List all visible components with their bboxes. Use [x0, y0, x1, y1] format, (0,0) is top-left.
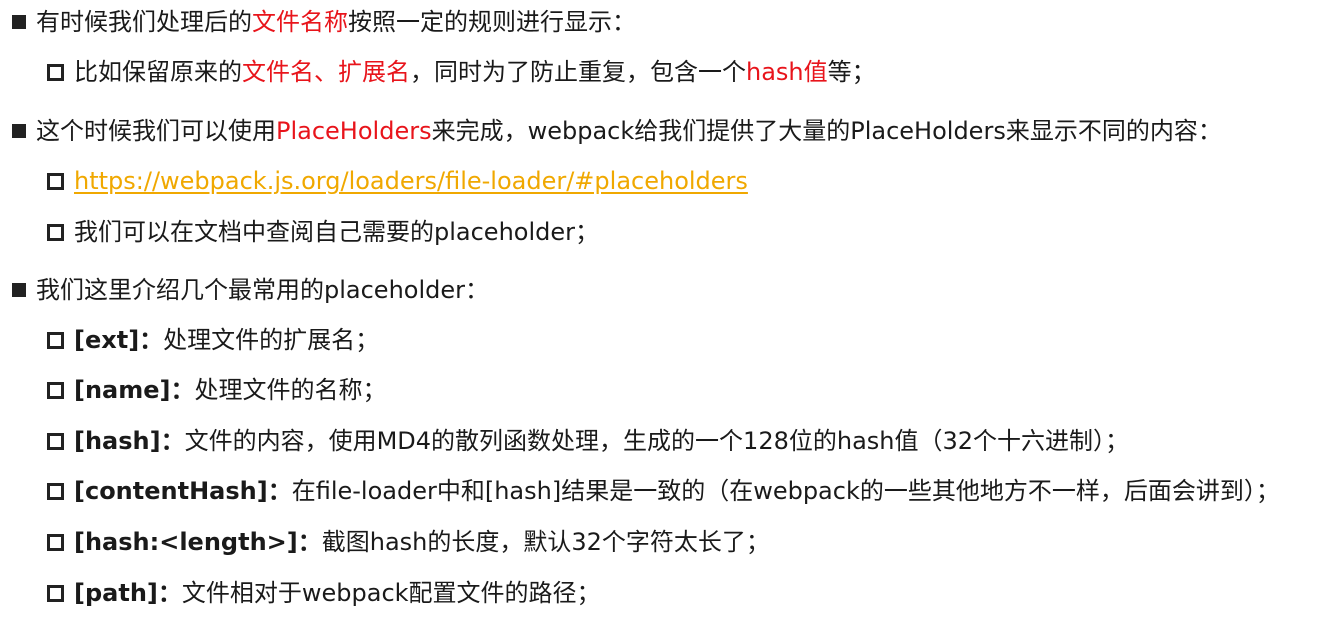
placeholder-description: 处理文件的扩展名； [163, 326, 380, 354]
sub-bullet-item-2: https://webpack.js.org/loaders/file-load… [47, 165, 748, 197]
placeholder-key: [hash:<length>]： [74, 528, 322, 556]
highlight-text: 文件名称 [252, 8, 348, 36]
hollow-square-bullet-icon [47, 63, 64, 81]
placeholder-contenthash: [contentHash]：在file-loader中和[hash]结果是一致的… [47, 475, 1280, 507]
placeholder-description: 文件的内容，使用MD4的散列函数处理，生成的一个128位的hash值（32个十六… [184, 427, 1130, 455]
placeholder-key: [name]： [74, 376, 195, 404]
bullet-item-1: 有时候我们处理后的文件名称按照一定的规则进行显示： [12, 6, 636, 38]
highlight-text: PlaceHolders [276, 117, 432, 145]
placeholder-name: [name]：处理文件的名称； [47, 374, 387, 406]
text-segment: 比如保留原来的 [74, 58, 242, 86]
text-segment: 这个时候我们可以使用 [36, 117, 276, 145]
filled-square-bullet-icon [12, 124, 26, 138]
hollow-square-bullet-icon [47, 331, 64, 349]
placeholder-description: 处理文件的名称； [194, 376, 387, 404]
hollow-square-bullet-icon [47, 432, 64, 450]
hollow-square-bullet-icon [47, 172, 64, 190]
hollow-square-bullet-icon [47, 584, 64, 602]
hollow-square-bullet-icon [47, 482, 64, 500]
placeholder-description: 在file-loader中和[hash]结果是一致的（在webpack的一些其他… [291, 477, 1280, 505]
placeholder-hash: [hash]：文件的内容，使用MD4的散列函数处理，生成的一个128位的hash… [47, 425, 1129, 457]
hollow-square-bullet-icon [47, 223, 64, 241]
text-segment: 来完成，webpack给我们提供了大量的PlaceHolders来显示不同的内容… [431, 117, 1222, 145]
placeholder-key: [hash]： [74, 427, 185, 455]
bullet-item-3: 我们这里介绍几个最常用的placeholder： [12, 274, 489, 306]
placeholder-key: [ext]： [74, 326, 164, 354]
text-segment: 我们这里介绍几个最常用的placeholder： [36, 276, 489, 304]
placeholder-path: [path]：文件相对于webpack配置文件的路径； [47, 577, 601, 609]
text-segment: ，同时为了防止重复，包含一个 [410, 58, 746, 86]
highlight-text: hash值 [746, 58, 828, 86]
text-segment: 等； [827, 58, 876, 86]
text-segment: 我们可以在文档中查阅自己需要的placeholder； [74, 218, 599, 246]
text-segment: 有时候我们处理后的 [36, 8, 252, 36]
filled-square-bullet-icon [12, 283, 26, 297]
placeholder-ext: [ext]： 处理文件的扩展名； [47, 324, 379, 356]
placeholders-doc-link[interactable]: https://webpack.js.org/loaders/file-load… [74, 167, 748, 195]
filled-square-bullet-icon [12, 15, 26, 29]
highlight-text: 文件名、扩展名 [242, 58, 410, 86]
placeholder-description: 文件相对于webpack配置文件的路径； [181, 579, 601, 607]
text-segment: 按照一定的规则进行显示： [348, 8, 636, 36]
placeholder-key: [path]： [74, 579, 182, 607]
placeholder-hash-length: [hash:<length>]：截图hash的长度，默认32个字符太长了； [47, 526, 770, 558]
hollow-square-bullet-icon [47, 381, 64, 399]
placeholder-key: [contentHash]： [74, 477, 292, 505]
hollow-square-bullet-icon [47, 533, 64, 551]
placeholder-description: 截图hash的长度，默认32个字符太长了； [321, 528, 770, 556]
sub-bullet-item-3: 我们可以在文档中查阅自己需要的placeholder； [47, 216, 599, 248]
